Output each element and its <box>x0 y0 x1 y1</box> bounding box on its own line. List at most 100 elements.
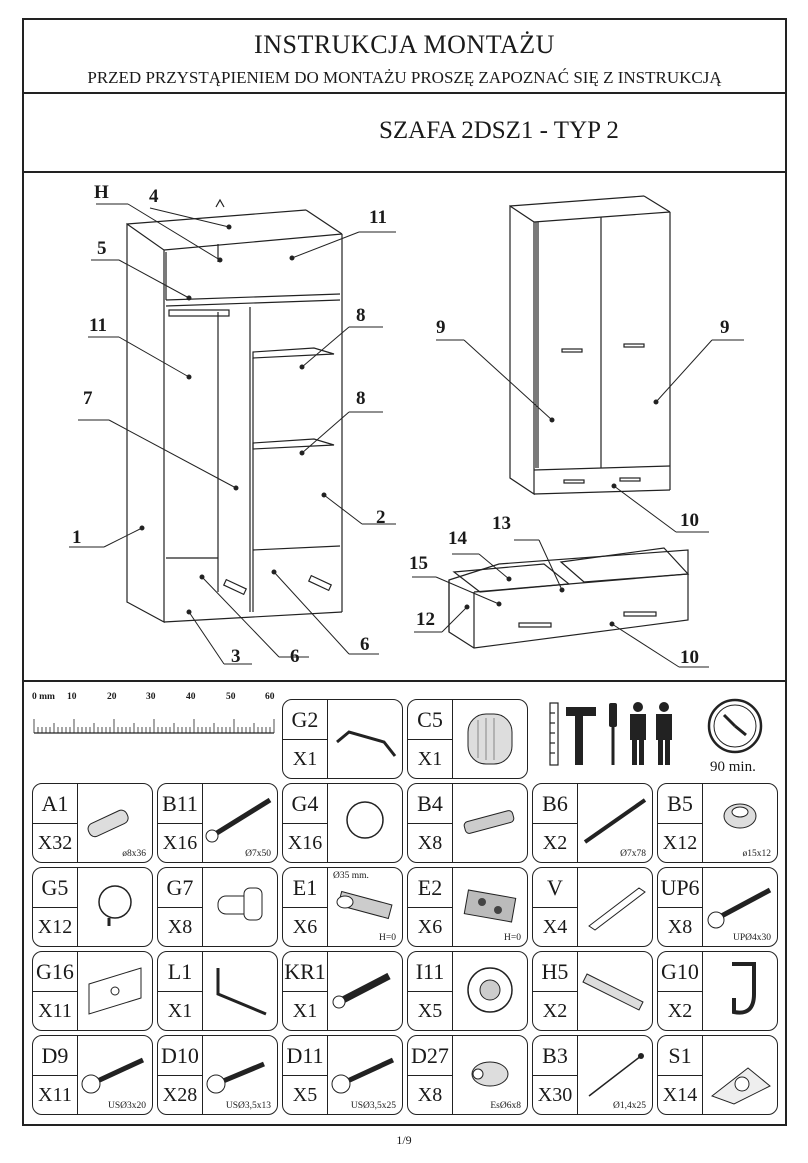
part-quantity: X14 <box>658 1076 703 1114</box>
part-quantity: X5 <box>408 992 453 1030</box>
label-3: 3 <box>231 646 241 667</box>
part-code: E1 <box>283 868 328 908</box>
part-code: B6 <box>533 784 578 824</box>
label-7: 7 <box>83 388 93 409</box>
part-quantity: X6 <box>283 908 328 946</box>
part-up6-icon <box>707 887 772 929</box>
part-quantity: X32 <box>33 824 78 862</box>
part-quantity: X5 <box>283 1076 328 1114</box>
part-quantity: X8 <box>158 908 203 946</box>
ruler-60: 60 <box>265 692 275 702</box>
part-dimension: Ø7x78 <box>620 849 646 859</box>
part-g16-icon <box>88 967 142 1015</box>
part-b4-icon <box>463 810 515 834</box>
header-box: INSTRUKCJA MONTAŻU PRZED PRZYSTĄPIENIEM … <box>22 18 787 94</box>
part-quantity: X16 <box>158 824 203 862</box>
part-code: G4 <box>283 784 328 824</box>
hammer-icon <box>566 707 596 765</box>
part-b6-icon <box>583 798 647 844</box>
part-quantity: X2 <box>533 824 578 862</box>
ruler-30: 30 <box>146 692 156 702</box>
part-d27-icon <box>471 1061 509 1087</box>
part-e1-icon <box>336 890 393 920</box>
part-code: B11 <box>158 784 203 824</box>
part-quantity: X12 <box>658 824 703 862</box>
model-box: SZAFA 2DSZ1 - TYP 2 <box>22 93 787 173</box>
part-quantity: X2 <box>533 992 578 1030</box>
part-quantity: X8 <box>408 824 453 862</box>
wardrobe-closed-outline <box>509 204 535 496</box>
model-name: SZAFA 2DSZ1 - TYP 2 <box>379 117 619 144</box>
screwdriver-icon <box>609 703 617 765</box>
ruler-50: 50 <box>226 692 236 702</box>
label-1: 1 <box>72 527 82 548</box>
label-4: 4 <box>149 186 159 207</box>
ruler-icon <box>33 719 275 734</box>
part-dimension: Ø1,4x25 <box>613 1101 646 1111</box>
part-code: KR1 <box>283 952 328 992</box>
part-quantity: X8 <box>658 908 703 946</box>
label-H: H <box>94 182 109 203</box>
label-12: 12 <box>416 609 435 630</box>
part-quantity: X11 <box>33 992 78 1030</box>
wardrobe-open-outline <box>126 222 165 624</box>
part-code: D10 <box>158 1036 203 1076</box>
part-code: G10 <box>658 952 703 992</box>
part-g2-icon <box>336 730 397 757</box>
part-code: B3 <box>533 1036 578 1076</box>
two-people-icon <box>630 702 672 765</box>
part-b3-icon <box>588 1053 644 1097</box>
ruler-10: 10 <box>67 692 77 702</box>
part-code: L1 <box>158 952 203 992</box>
part-code: G16 <box>33 952 78 992</box>
part-a1-icon <box>87 809 129 838</box>
part-quantity: X30 <box>533 1076 578 1114</box>
part-dimension: Ø7x50 <box>245 849 271 859</box>
part-code: V <box>533 868 578 908</box>
part-quantity: X8 <box>408 1076 453 1114</box>
wardrobe-diagram <box>69 195 744 668</box>
label-15: 15 <box>409 553 428 574</box>
ruler-icon <box>549 702 559 766</box>
assembly-drawings: H 4 11 5 11 8 7 8 2 1 3 6 6 9 9 10 13 14… <box>22 172 787 682</box>
ruler-20: 20 <box>107 692 117 702</box>
label-6a: 6 <box>290 646 300 667</box>
part-code: D9 <box>33 1036 78 1076</box>
part-quantity: X28 <box>158 1076 203 1114</box>
part-h5-icon <box>582 973 644 1011</box>
part-dimension: USØ3,5x13 <box>225 1101 271 1111</box>
part-code: A1 <box>33 784 78 824</box>
part-quantity: X2 <box>658 992 703 1030</box>
label-11a: 11 <box>369 207 387 228</box>
part-g7-icon <box>217 887 263 921</box>
ruler-40: 40 <box>186 692 196 702</box>
part-kr1-icon <box>332 972 391 1009</box>
label-14: 14 <box>448 528 467 549</box>
ruler-unit: 0 mm <box>32 692 55 702</box>
label-13: 13 <box>492 513 511 534</box>
part-b5-icon <box>723 803 757 829</box>
clock-icon <box>707 698 763 754</box>
part-c5-icon <box>467 713 513 765</box>
